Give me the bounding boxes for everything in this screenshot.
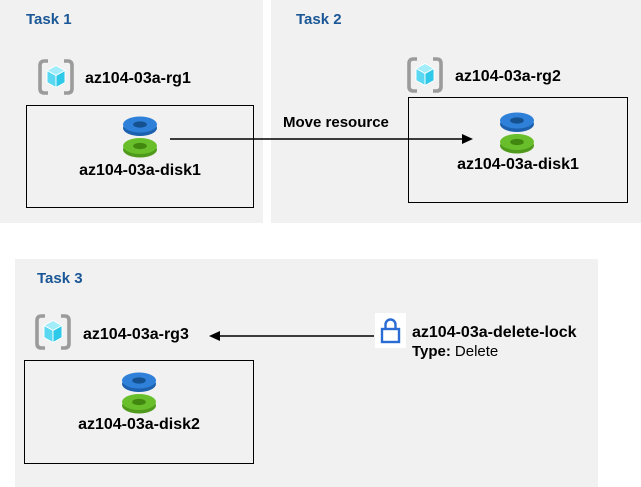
disk-icon [123,116,157,158]
task2-panel [271,0,641,223]
task1-resource-group-label: az104-03a-rg1 [85,70,191,87]
task2-resource-box [408,97,628,203]
lock-type-label: Type: [412,343,451,360]
lock-type-value: Delete [454,343,499,360]
disk-icon [122,372,156,414]
task2-title: Task 2 [296,11,342,28]
move-resource-label: Move resource [283,114,389,131]
lock-type-row: Type:Delete [412,343,498,360]
lock-icon [380,318,401,344]
resource-group-icon [38,59,74,95]
task3-resource-group-label: az104-03a-rg3 [83,326,189,343]
lock-arrow-icon [209,331,374,341]
lock-plate [375,313,406,348]
task3-panel [15,259,598,487]
task1-disk-label: az104-03a-disk1 [79,162,201,179]
task2-resource-group-label: az104-03a-rg2 [455,68,561,85]
lock-name-label: az104-03a-delete-lock [412,324,577,341]
task3-disk-label: az104-03a-disk2 [78,416,200,433]
resource-group-icon [407,57,443,93]
task1-title: Task 1 [26,11,72,28]
task3-title: Task 3 [37,270,83,287]
resource-group-icon [35,314,71,350]
task1-resource-box [26,105,254,208]
disk-icon [500,112,534,154]
move-arrow-icon [170,134,473,144]
task2-disk-label: az104-03a-disk1 [457,156,579,173]
task3-resource-box [24,360,254,464]
task1-panel [0,0,263,223]
